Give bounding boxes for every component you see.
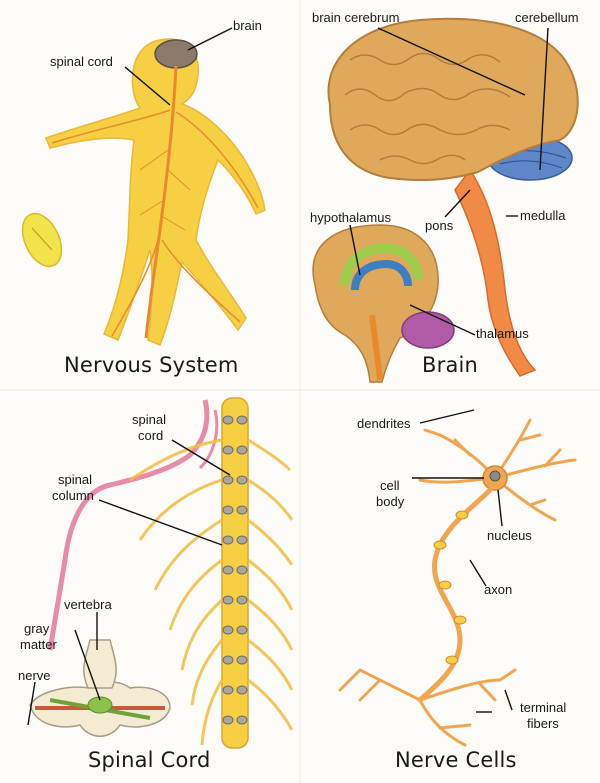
title-brain: Brain [422,353,479,377]
figure-brain-icon [154,39,198,69]
label-brain-cerebrum: brain cerebrum [312,10,399,25]
label-gray-matter-line2: matter [20,637,58,652]
label-cell-body-line1: cell [380,478,400,493]
pituitary-shape [401,311,455,349]
hypothalamus-shape [340,242,423,286]
label-medulla: medulla [520,208,566,223]
thalamus-shape [351,259,412,291]
label-spinal-column-line2: column [52,488,94,503]
title-spinal-cord: Spinal Cord [88,748,211,772]
label-nerve: nerve [18,668,51,683]
label-hypothalamus: hypothalamus [310,210,391,225]
axon-shape [417,487,493,703]
label-cerebellum: cerebellum [515,10,579,25]
label-gray-matter-line1: gray [24,621,50,636]
diagram-labels: brain spinal cord brain cerebrum cerebel… [18,10,579,731]
label-spinal-cord-line1: spinal [132,412,166,427]
label-vertebra: vertebra [64,597,112,612]
label-terminal-fibers-line1: terminal [520,700,566,715]
brain-drawing [312,17,579,383]
human-figure-drawing [21,38,266,346]
label-axon: axon [484,582,512,597]
label-pons: pons [425,218,454,233]
label-terminal-fibers-line2: fibers [527,716,559,731]
label-brain: brain [233,18,262,33]
neuron-drawing [338,418,577,747]
label-nucleus: nucleus [487,528,532,543]
label-cell-body-line2: body [376,494,405,509]
title-nerve-cells: Nerve Cells [395,748,517,772]
label-spinal-cord: spinal cord [50,54,113,69]
spinal-cord-drawing [29,397,294,749]
brainstem-shape [454,168,537,377]
label-spinal-column-line1: spinal [58,472,92,487]
leader-lines [27,27,549,726]
gray-matter-shape [87,696,113,714]
label-thalamus: thalamus [476,326,529,341]
body-outline-shape [47,399,210,651]
nucleus-shape [489,470,501,482]
football-icon [21,212,63,268]
label-spinal-cord-line2: cord [138,428,163,443]
label-dendrites: dendrites [357,416,411,431]
title-nervous-system: Nervous System [64,353,239,377]
